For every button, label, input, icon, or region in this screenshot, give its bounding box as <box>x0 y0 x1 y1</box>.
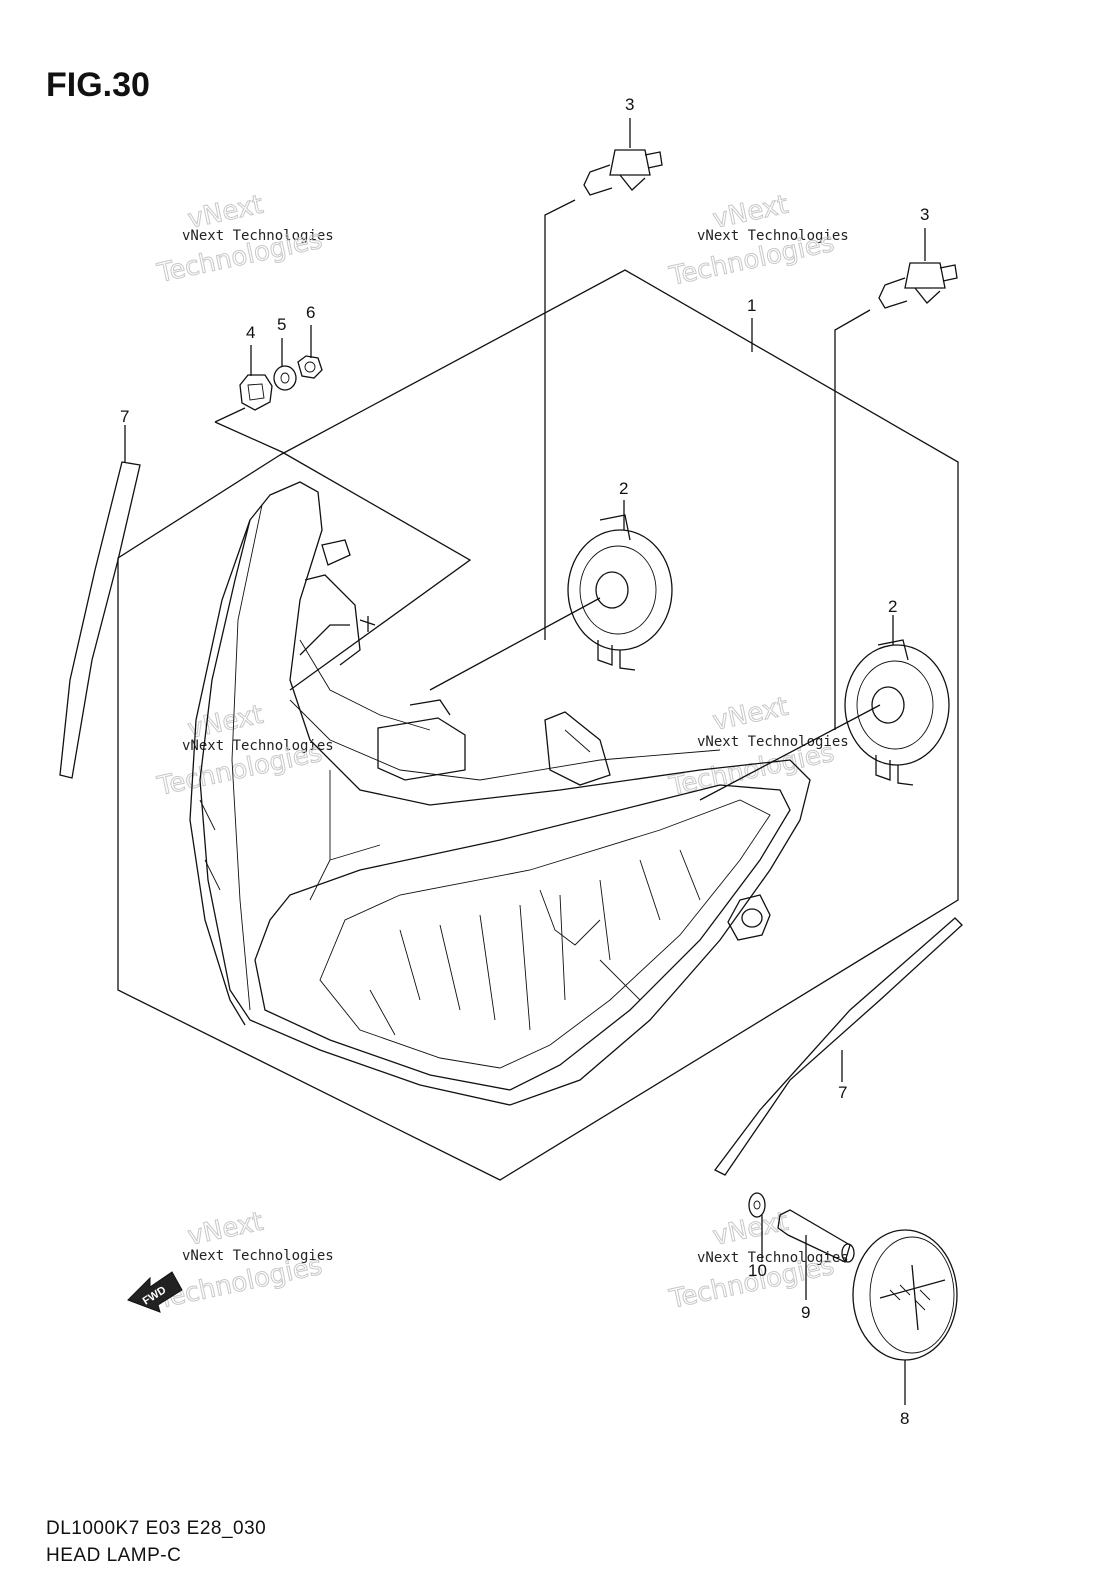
callout-6: 6 <box>306 303 315 322</box>
callout-9: 9 <box>801 1303 810 1322</box>
svg-text:vNext: vNext <box>710 1207 791 1252</box>
seal-strip-right <box>714 917 963 1176</box>
svg-text:vNext Technologies: vNext Technologies <box>182 738 334 754</box>
callout-4: 4 <box>246 323 255 342</box>
svg-text:vNext Technologies: vNext Technologies <box>697 1250 849 1266</box>
assembly-boundary-box <box>117 269 959 1181</box>
seal-strip-left <box>59 461 141 779</box>
watermark-group-4: vNext vNext Technologies Technologies <box>666 691 849 802</box>
callout-8: 8 <box>900 1409 909 1428</box>
callout-2-right: 2 <box>888 597 897 616</box>
watermark-group-1: vNext vNext Technologies Technologies <box>154 189 334 289</box>
leader-bulb-right <box>834 309 871 730</box>
cap-part-8 <box>852 1229 958 1361</box>
socket-right <box>844 639 950 786</box>
screw-part-9 <box>777 1209 855 1263</box>
svg-text:vNext Technologies: vNext Technologies <box>697 734 849 750</box>
forward-direction-arrow: FWD <box>127 1271 183 1313</box>
head-lamp-housing <box>189 481 811 1106</box>
callout-1: 1 <box>747 296 756 315</box>
callout-2-left: 2 <box>619 479 628 498</box>
socket-left <box>567 514 673 671</box>
watermark-group-5: vNext vNext Technologies Technologies <box>154 1206 334 1315</box>
bracket-outline <box>214 407 472 691</box>
leader-bulb-left <box>544 199 576 640</box>
watermark-group-2: vNext vNext Technologies Technologies <box>666 189 849 292</box>
nut-part-6 <box>297 355 323 379</box>
bulb-right <box>878 253 958 309</box>
svg-text:vNext: vNext <box>710 692 791 737</box>
callout-labels: 3 3 1 4 5 6 7 2 2 7 10 9 8 <box>120 95 929 1428</box>
callout-5: 5 <box>277 315 286 334</box>
figure-title: FIG.30 <box>46 66 150 104</box>
watermark-group-3: vNext vNext Technologies Technologies <box>154 699 334 802</box>
svg-text:vNext: vNext <box>185 1207 266 1252</box>
washer-part-5 <box>273 365 297 391</box>
leader-socket-left <box>429 597 601 691</box>
callout-7-left: 7 <box>120 407 129 426</box>
callout-3-right: 3 <box>920 205 929 224</box>
bulb-left <box>583 140 663 196</box>
part-group-name: HEAD LAMP-C <box>46 1545 182 1566</box>
callout-3-left: 3 <box>625 95 634 114</box>
svg-text:vNext Technologies: vNext Technologies <box>697 228 849 244</box>
svg-text:vNext Technologies: vNext Technologies <box>182 228 334 244</box>
callout-7-right: 7 <box>838 1083 847 1102</box>
grommet-part-4 <box>239 374 273 411</box>
washer-part-10 <box>748 1192 766 1218</box>
callout-10: 10 <box>748 1261 767 1280</box>
callout-leaders <box>124 118 926 1405</box>
leader-socket-right <box>699 704 881 801</box>
model-code: DL1000K7 E03 E28_030 <box>46 1518 267 1539</box>
svg-text:vNext Technologies: vNext Technologies <box>182 1248 334 1264</box>
